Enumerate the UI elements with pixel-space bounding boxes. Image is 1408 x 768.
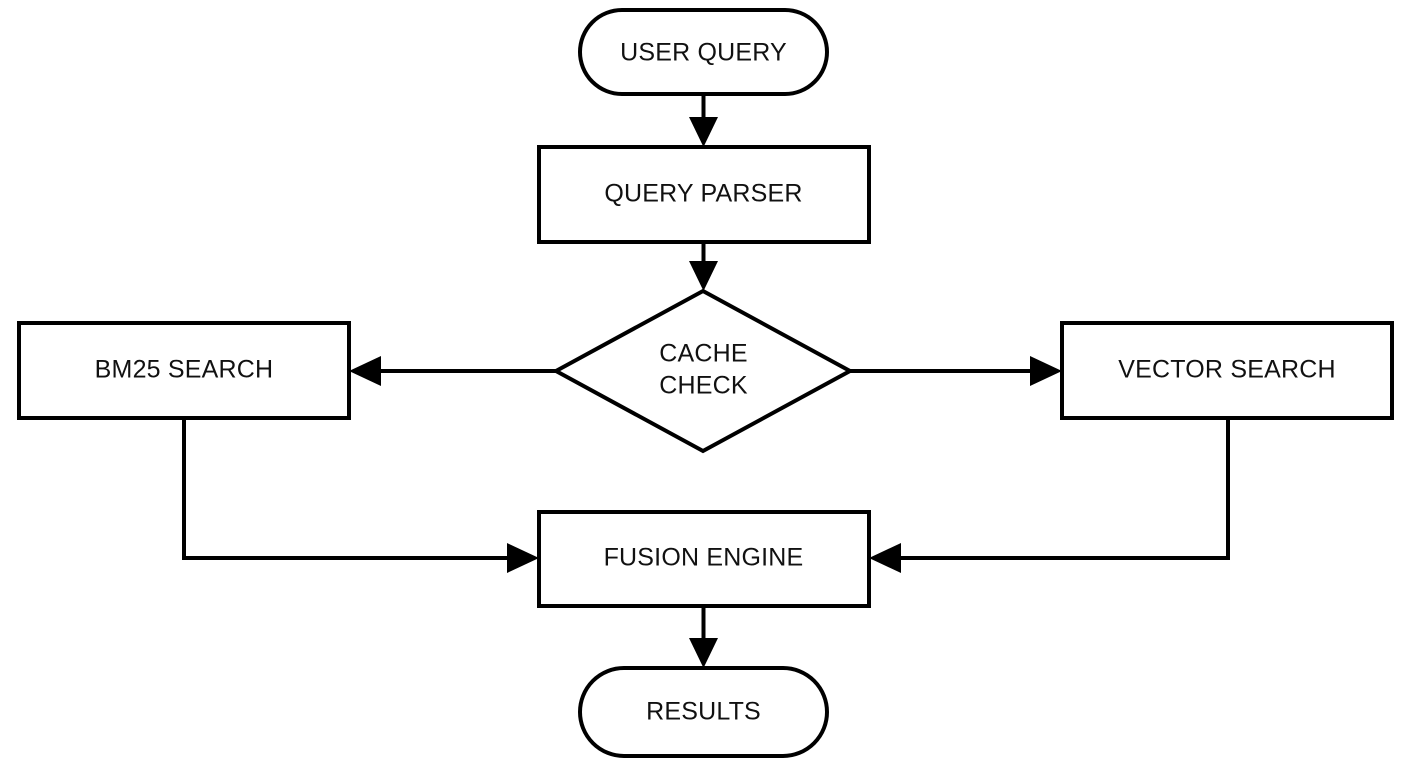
user-query-label: USER QUERY [620, 39, 787, 67]
vector-search-shape[interactable] [1060, 321, 1394, 420]
arrowhead-left-icon [349, 356, 381, 386]
cache-check-shape[interactable] [551, 288, 855, 454]
bm25-search-label: BM25 SEARCH [95, 356, 274, 384]
cache-check-label-line1: CACHE [659, 340, 748, 368]
edge-cache-check-to-vector-search [850, 356, 1062, 386]
node-vector-search[interactable]: VECTOR SEARCH [1060, 321, 1394, 420]
arrowhead-right-icon [507, 543, 539, 573]
arrowhead-left-icon [869, 543, 901, 573]
results-label: RESULTS [646, 698, 761, 726]
edge-query-parser-to-cache-check [689, 242, 718, 291]
results-shape[interactable] [578, 666, 829, 758]
node-fusion-engine[interactable]: FUSION ENGINE [537, 510, 871, 608]
node-query-parser[interactable]: QUERY PARSER [537, 145, 871, 244]
edge-fusion-engine-to-results [689, 606, 718, 668]
bm25-search-shape[interactable] [17, 321, 351, 420]
fusion-engine-shape[interactable] [537, 510, 871, 608]
arrowhead-down-icon [689, 638, 718, 668]
edge-cache-check-to-bm25-search [349, 356, 556, 386]
arrowhead-down-icon [689, 117, 718, 147]
edge-bm25-search-to-fusion-engine [182, 418, 539, 573]
vector-search-label: VECTOR SEARCH [1118, 356, 1335, 384]
query-parser-label: QUERY PARSER [604, 180, 802, 208]
edge-vector-search-to-fusion-engine [869, 418, 1230, 573]
node-results[interactable]: RESULTS [578, 666, 829, 758]
fusion-engine-label: FUSION ENGINE [604, 544, 804, 572]
edge-user-query-to-query-parser [689, 94, 718, 147]
cache-check-label-line2: CHECK [659, 372, 748, 400]
node-bm25-search[interactable]: BM25 SEARCH [17, 321, 351, 420]
arrowhead-down-icon [689, 261, 718, 291]
node-cache-check[interactable]: CACHE CHECK [551, 288, 855, 454]
query-parser-shape[interactable] [537, 145, 871, 244]
arrowhead-right-icon [1030, 356, 1062, 386]
user-query-shape[interactable] [578, 8, 829, 96]
node-user-query[interactable]: USER QUERY [578, 8, 829, 96]
